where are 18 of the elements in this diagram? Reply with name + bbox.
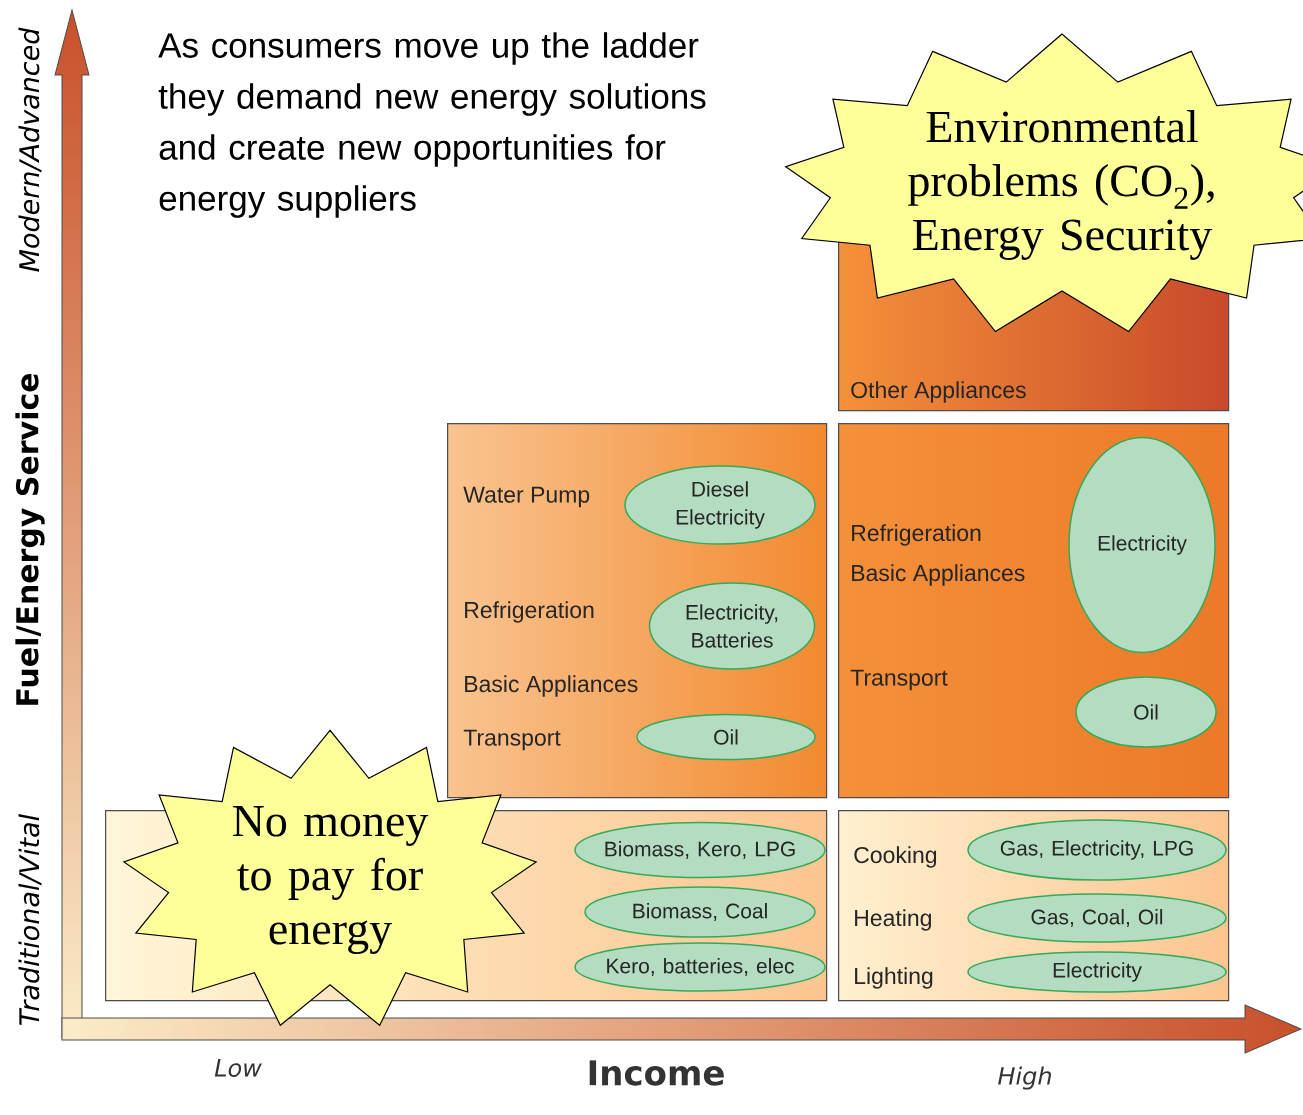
activity-label: Cooking [854, 846, 937, 868]
activity-label: Heating [855, 909, 931, 931]
activity-label: Refrigeration [465, 601, 594, 623]
activity-label: Transport [850, 669, 948, 691]
axis-label: Income [589, 1060, 724, 1086]
axis-label: High [998, 1066, 1051, 1090]
activity-label: Lighting [855, 967, 933, 989]
activity-label: Refrigeration [852, 524, 981, 546]
axis-label: Traditional/Vital [18, 814, 42, 1025]
activity-label: Basic Appliances [852, 564, 1025, 586]
axis-label: Fuel/Energy Service [15, 373, 45, 705]
activity-label: Water Pump [463, 486, 590, 508]
starburst-callout: Environmental problems (CO$_{2}$), Energy Security [784, 33, 1303, 333]
activity-label: Basic Appliances [465, 675, 638, 697]
axis-label: Modern/Advanced [18, 27, 42, 272]
intro-paragraph: As consumers move up the ladder they demand new energy solutions and create new opportunities for energy suppliers [158, 32, 706, 218]
axis-label: Low [214, 1059, 262, 1077]
activity-label: Other Appliances [851, 381, 1026, 403]
